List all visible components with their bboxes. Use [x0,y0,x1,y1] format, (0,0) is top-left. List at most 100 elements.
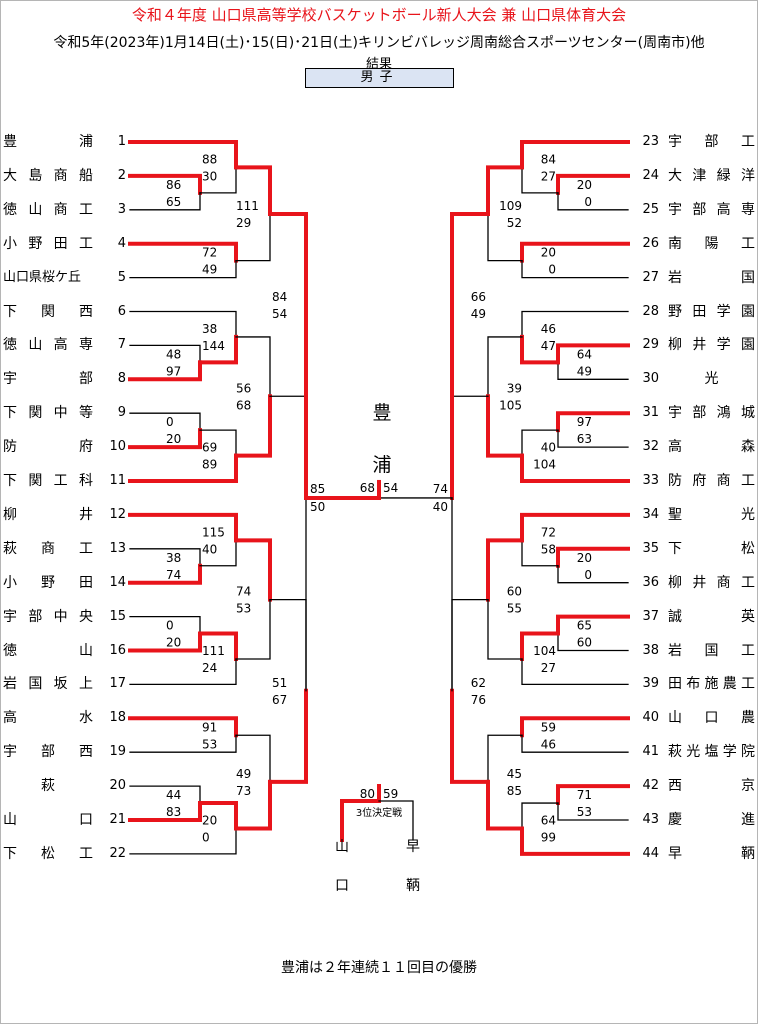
team-seed-number: 37 [642,608,659,624]
bracket-line [521,734,629,753]
score: 62 [471,676,486,690]
team-name: 萩商工 [3,540,93,557]
team-name: 大津緑洋 [668,167,755,184]
bracket-line [129,344,201,364]
team-seed-number: 10 [109,439,126,455]
score: 56 [236,381,251,395]
bracket-line [557,565,629,584]
bracket-line [557,632,629,652]
score: 68 [236,398,251,412]
team-name: 聖光 [668,506,755,523]
score: 72 [541,525,556,539]
score: 40 [541,441,556,455]
score: 53 [202,737,217,751]
score: 89 [202,458,217,472]
team-name: 宇部工 [668,134,755,150]
score: 74 [433,482,448,496]
third-place-team: 鞆 [406,878,420,894]
bracket-line [128,173,202,195]
bracket-line [128,453,238,483]
team-name: 山口 [3,812,93,828]
bracket-line [520,631,560,661]
bracket-line [556,173,630,195]
team-seed-number: 16 [109,642,126,658]
score: 20 [541,246,556,260]
score: 64 [577,347,592,361]
score: 64 [541,813,556,827]
bracket-line [128,360,202,382]
bracket-line [521,166,559,194]
score: 0 [584,568,592,582]
team-seed-number: 26 [642,235,659,251]
bracket-line [486,538,524,602]
score: 67 [272,693,287,707]
score: 46 [541,322,556,336]
score: 72 [202,246,217,260]
score: 38 [202,322,217,336]
bracket-line [129,192,201,211]
team-seed-number: 39 [642,676,659,692]
team-name: 下関中等 [3,405,93,422]
score: 69 [202,441,217,455]
team-seed-number: 33 [642,473,659,488]
team-name: 柳井商工 [668,574,755,591]
team-seed-number: 34 [642,506,659,522]
score: 85 [310,482,325,496]
score: 66 [471,290,486,304]
team-name: 柳井学園 [668,337,755,354]
third-place-label: 3位決定戦 [356,806,402,819]
team-seed-number: 3 [117,201,126,217]
team-seed-number: 22 [109,845,126,861]
team-seed-number: 28 [642,303,659,319]
third-place-score: 59 [383,787,398,801]
team-seed-number: 43 [642,812,659,827]
team-name: 宇部高専 [668,201,755,218]
score: 39 [507,381,522,395]
champion-name: 浦 [372,454,392,476]
bracket-line [128,428,202,450]
score: 52 [507,216,522,230]
score: 49 [202,263,217,277]
team-seed-number: 20 [109,778,126,794]
bracket-line [556,546,630,568]
score: 20 [577,178,592,192]
bracket-line [556,614,630,636]
team-name: 岩国工 [668,642,755,659]
bracket-line [128,512,238,543]
team-name: 豊浦 [3,134,93,150]
team-name: 高森 [668,439,755,456]
team-seed-number: 5 [117,269,126,285]
team-name: 早鞆 [668,845,755,862]
score: 49 [236,767,251,781]
team-seed-number: 42 [642,778,659,794]
score: 99 [541,830,556,844]
bracket-line [557,802,629,821]
bracket-line [128,563,202,585]
bracket-line [129,259,237,279]
score: 76 [471,693,486,707]
score: 44 [166,788,181,802]
team-name: 誠英 [668,608,755,625]
bracket-line [235,336,271,397]
bracket-line [128,716,238,738]
bracket-line [450,212,490,308]
score: 27 [541,661,556,675]
bracket-line [556,411,630,433]
bracket-line [520,334,560,365]
bracket-line [234,538,272,602]
score: 74 [236,585,251,599]
team-seed-number: 15 [109,608,126,624]
score: 47 [541,339,556,353]
bracket-line [235,734,271,783]
team-seed-number: 18 [109,710,126,726]
bracket-line [235,213,271,262]
team-name: 大島商船 [3,167,93,184]
score: 104 [533,458,556,472]
bracket-line [199,429,237,457]
score: 27 [541,169,556,183]
score: 144 [202,339,225,353]
score: 97 [166,364,181,378]
score: 60 [577,636,592,650]
score: 53 [236,602,251,616]
